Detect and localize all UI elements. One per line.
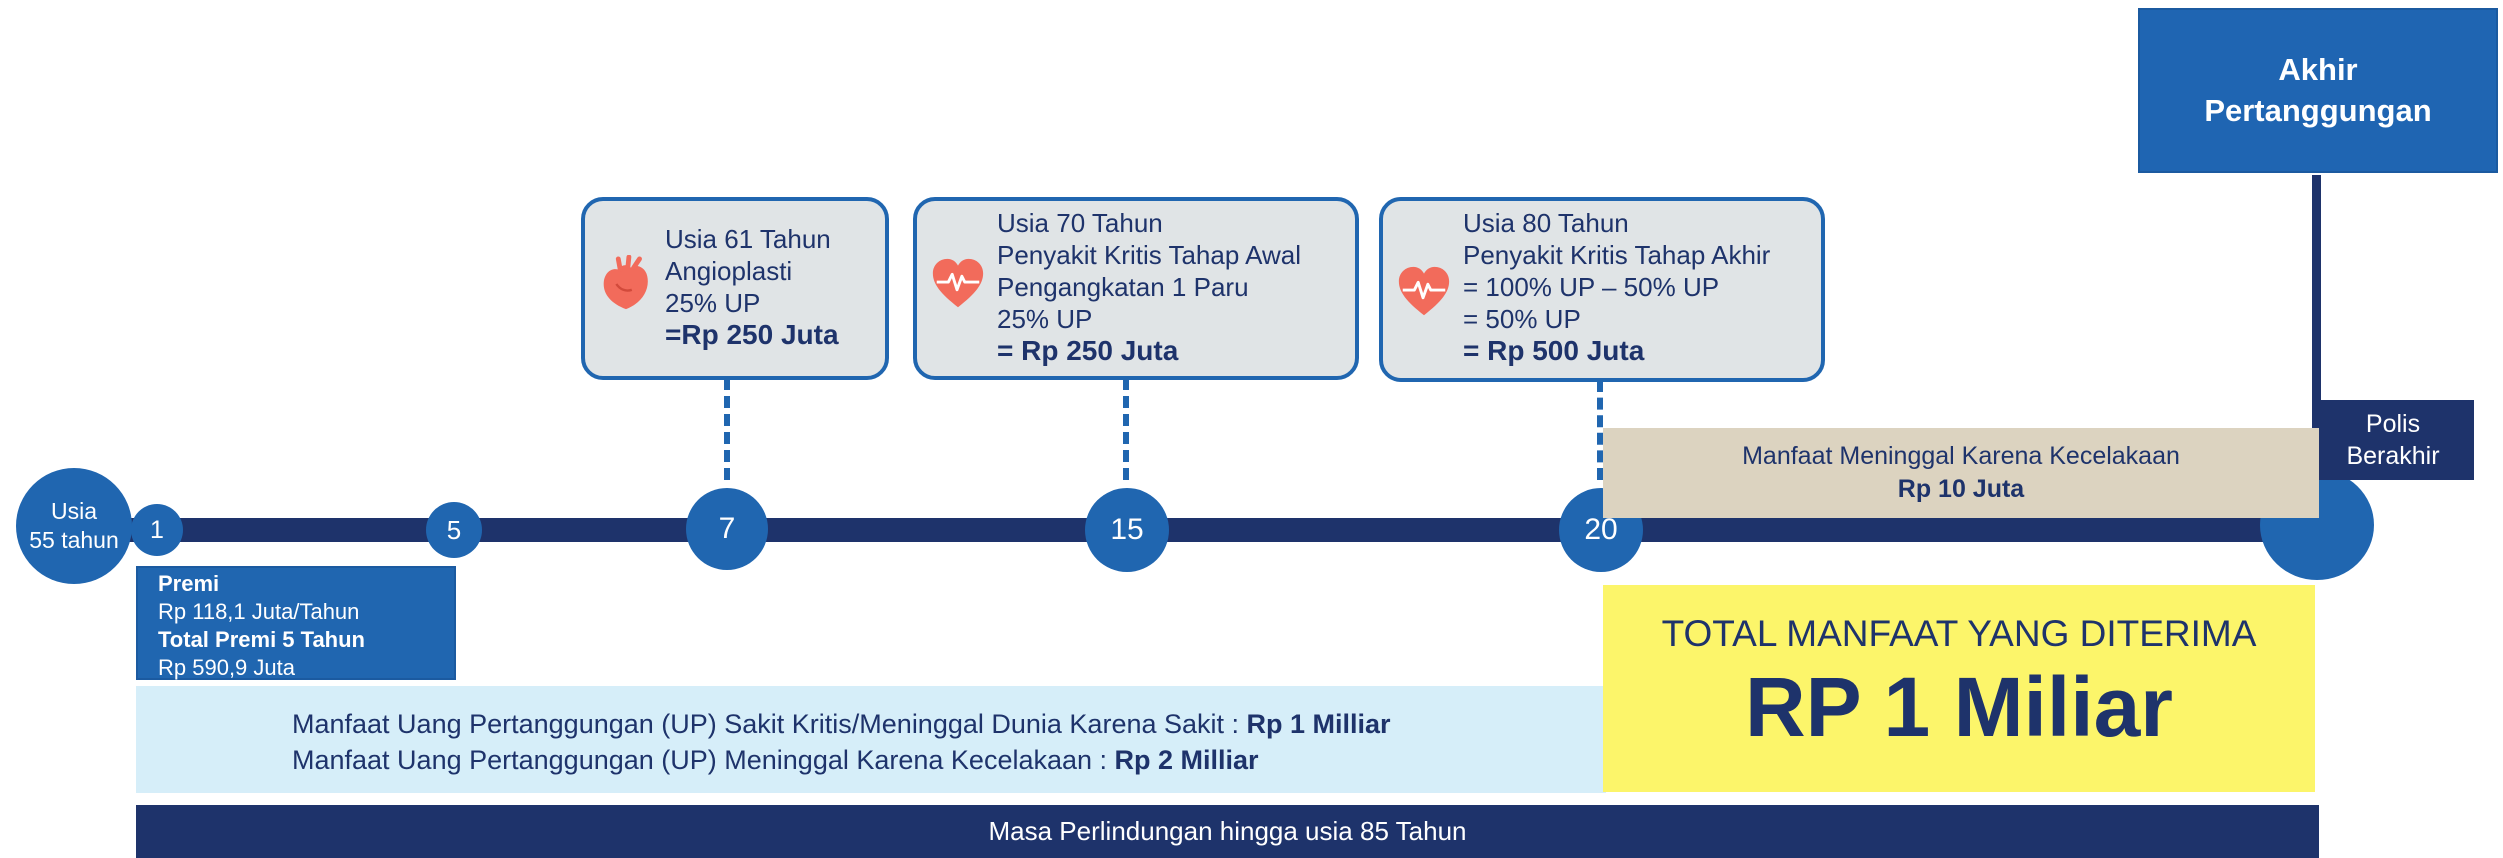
year-marker-5: 5 [426,502,482,558]
start-line2: 55 tahun [29,527,119,553]
start-line1: Usia [50,498,97,525]
event-card-kritis-akhir: Usia 80 Tahun Penyakit Kritis Tahap Akhi… [1379,197,1825,382]
premi-label: Premi [158,571,220,596]
total-benefit-box: TOTAL MANFAAT YANG DITERIMA RP 1 Miliar [1603,585,2315,792]
event-connector-1 [724,378,730,480]
start-age-dot: Usia 55 tahun [16,468,132,584]
total-label: TOTAL MANFAAT YANG DITERIMA [1661,613,2257,654]
event-3-line-2: Penyakit Kritis Tahap Akhir [1463,240,1771,270]
accident-benefit-box: Manfaat Meninggal Karena Kecelakaan Rp 1… [1603,428,2319,518]
event-3-line-4: = 50% UP [1463,304,1581,334]
year-marker-15: 15 [1085,488,1169,572]
event-3-total: = Rp 500 Juta [1463,335,1645,366]
event-2-line-2: Penyakit Kritis Tahap Awal [997,240,1301,270]
event-3-line-1: Usia 80 Tahun [1463,208,1629,238]
benefit-line-2-text: Manfaat Uang Pertanggungan (UP) Meningga… [292,745,1115,775]
end-of-coverage-box: Akhir Pertanggungan [2138,8,2498,173]
premi-total-value: Rp 590,9 Juta [158,655,295,680]
benefit-line-1-value: Rp 1 Milliar [1246,709,1391,739]
event-2-line-3: Pengangkatan 1 Paru [997,272,1249,302]
benefit-line-2-value: Rp 2 Milliar [1114,745,1259,775]
event-2-line-1: Usia 70 Tahun [997,208,1163,238]
heart-pulse-icon [932,258,984,308]
event-1-total: =Rp 250 Juta [665,319,839,350]
accident-label: Manfaat Meninggal Karena Kecelakaan [1742,442,2180,470]
premi-value: Rp 118,1 Juta/Tahun [158,599,360,624]
event-1-line-3: 25% UP [665,288,761,318]
event-connector-3 [1597,380,1603,480]
end-box-line2: Pertanggungan [2204,92,2432,128]
event-2-total: = Rp 250 Juta [997,335,1179,366]
event-1-line-1: Usia 61 Tahun [665,224,831,254]
end-connector-line [2312,175,2321,447]
polis-line1: Polis [2365,409,2421,438]
heart-pulse-icon [1398,266,1450,316]
total-value: RP 1 Miliar [1745,660,2173,754]
sum-assured-band: Manfaat Uang Pertanggungan (UP) Sakit Kr… [136,686,1606,793]
year-marker-7: 7 [686,488,768,570]
premium-box: Premi Rp 118,1 Juta/Tahun Total Premi 5 … [136,566,456,680]
event-card-kritis-awal: Usia 70 Tahun Penyakit Kritis Tahap Awal… [913,197,1359,380]
accident-value: Rp 10 Juta [1897,475,2025,503]
protection-period-bar: Masa Perlindungan hingga usia 85 Tahun [136,805,2319,858]
event-card-angioplasti: Usia 61 Tahun Angioplasti 25% UP =Rp 250… [581,197,889,380]
heart-organ-icon [603,255,648,310]
event-connector-2 [1123,378,1129,480]
event-1-line-2: Angioplasti [665,256,793,286]
polis-line2: Berakhir [2346,442,2440,470]
year-marker-1: 1 [131,504,183,556]
event-3-line-3: = 100% UP – 50% UP [1463,272,1720,302]
end-box-line1: Akhir [2278,52,2358,88]
benefit-line-1-text: Manfaat Uang Pertanggungan (UP) Sakit Kr… [292,709,1247,739]
event-2-line-4: 25% UP [997,304,1093,334]
benefit-line-2: Manfaat Uang Pertanggungan (UP) Meningga… [292,742,1606,778]
premi-total-label: Total Premi 5 Tahun [158,627,365,652]
benefit-line-1: Manfaat Uang Pertanggungan (UP) Sakit Kr… [292,706,1606,742]
policy-ended-label: Polis Berakhir [2312,400,2474,480]
